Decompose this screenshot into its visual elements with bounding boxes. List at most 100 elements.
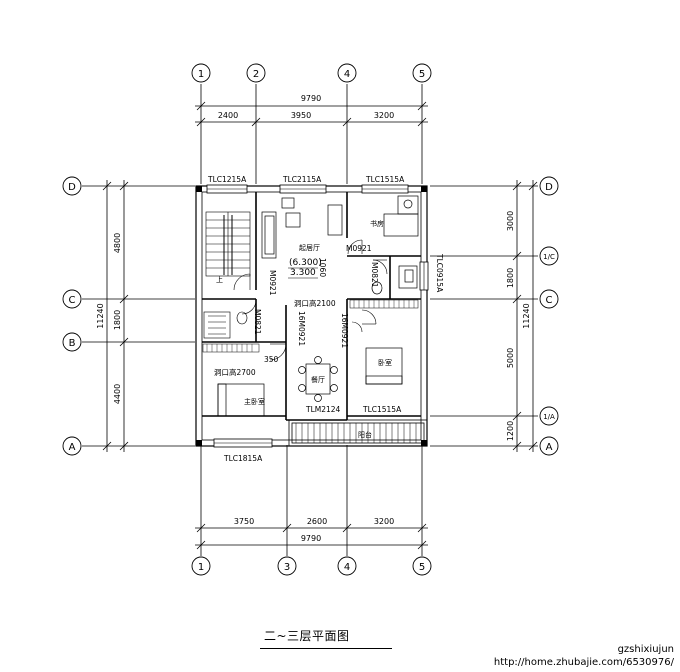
door-label: M0821 <box>253 309 262 335</box>
door-label: TLM2124 <box>305 405 341 414</box>
tv-cabinet <box>327 204 343 236</box>
dim-segment: 1800 <box>113 310 122 330</box>
door-swing <box>361 309 377 325</box>
axis-bubble <box>277 556 297 576</box>
door-swing <box>241 299 257 315</box>
axis-label: 1 <box>198 69 204 80</box>
axis-bubble <box>412 556 432 576</box>
note: 洞口高2700 <box>214 367 256 377</box>
room-study: 书房 <box>370 219 384 228</box>
axis-bubble <box>191 63 211 83</box>
window-label: TLC1515A <box>365 175 405 184</box>
dim-segment: 4400 <box>113 384 122 404</box>
wardrobe <box>202 343 260 353</box>
axis-label: D <box>68 182 76 193</box>
axis-bubble <box>337 556 357 576</box>
axis-label: 4 <box>344 562 350 573</box>
door-label: M0921 <box>346 244 372 253</box>
dim-segment: 1200 <box>506 421 515 441</box>
room-master: 主卧室 <box>244 397 265 406</box>
coffee-table <box>285 212 301 228</box>
author-credit: gzshixiujun <box>617 644 674 655</box>
door-swing <box>347 239 363 255</box>
sofa <box>261 211 277 259</box>
dim-segment: 3200 <box>374 517 394 526</box>
axis-bubble <box>539 176 559 196</box>
toilet <box>371 281 383 295</box>
bathroom-tile <box>203 311 231 339</box>
dim-segment: 4800 <box>113 233 122 253</box>
stair-up: 上 <box>216 275 223 284</box>
axis-bubble <box>539 246 559 266</box>
source-url: http://home.zhubajie.com/6530976/ <box>493 657 674 668</box>
room-dining: 餐厅 <box>311 375 325 384</box>
axis-bubble <box>191 556 211 576</box>
axis-bubble <box>62 332 82 352</box>
room-bedroom: 卧室 <box>378 358 392 367</box>
axis-bubble <box>246 63 266 83</box>
axis-bubble <box>62 436 82 456</box>
axis-label: A <box>546 442 553 453</box>
dim-segment: 3000 <box>506 211 515 231</box>
axis-label: 5 <box>419 69 425 80</box>
door-label: M0821 <box>370 262 379 288</box>
window-label: TLC1215A <box>207 175 247 184</box>
door-label: 16M0921 <box>340 313 349 348</box>
axis-bubble <box>62 289 82 309</box>
window-label: TLC2115A <box>282 175 322 184</box>
room-balcony: 阳台 <box>358 430 372 439</box>
dim-segment: 3750 <box>234 517 254 526</box>
axis-bubble <box>337 63 357 83</box>
dim-segment: 3200 <box>374 111 394 120</box>
window-label: TLC1815A <box>223 454 263 463</box>
drawing-title: 二~三层平面图 <box>264 629 350 643</box>
axis-label: B <box>69 338 76 349</box>
desk <box>397 195 419 215</box>
axis-bubble <box>62 176 82 196</box>
dim-total: 9790 <box>301 534 321 543</box>
axis-label: C <box>69 295 76 306</box>
axis-bubble <box>539 406 559 426</box>
axis-label: C <box>546 295 553 306</box>
toilet <box>236 311 248 325</box>
outer-wall-inner <box>201 191 422 441</box>
axis-bubble <box>412 63 432 83</box>
axis-label: 1/C <box>543 253 555 261</box>
axis-label: 4 <box>344 69 350 80</box>
dim-segment: 3950 <box>291 111 311 120</box>
axis-label: A <box>69 442 76 453</box>
door-label: 16M0921 <box>297 311 306 346</box>
door-label: M0921 <box>268 270 277 296</box>
axis-bubble <box>539 289 559 309</box>
dim-segment: 5000 <box>506 348 515 368</box>
axis-label: D <box>545 182 553 193</box>
dim-total: 11240 <box>96 303 105 328</box>
axis-bubble <box>539 436 559 456</box>
axis-label: 3 <box>284 562 290 573</box>
door-swing <box>233 273 251 291</box>
axis-label: 1/A <box>543 413 555 421</box>
balcony <box>288 419 428 447</box>
dim-segment: 1800 <box>506 268 515 288</box>
elevation: 3.300 <box>290 268 316 278</box>
axis-label: 5 <box>419 562 425 573</box>
axis-label: 1 <box>198 562 204 573</box>
washbasin <box>398 265 418 289</box>
axis-label: 2 <box>253 69 259 80</box>
bed-study <box>383 213 419 237</box>
dim-segment: 2600 <box>307 517 327 526</box>
armchair <box>281 197 295 209</box>
dim-segment: 2400 <box>218 111 238 120</box>
level: 1060 <box>318 258 327 277</box>
window-label: TLC1515A <box>362 405 402 414</box>
note: 洞口高2100 <box>294 298 336 308</box>
door-swing <box>351 321 363 333</box>
level: 350 <box>264 355 279 364</box>
dim-total: 9790 <box>301 94 321 103</box>
room-living: 起居厅 <box>299 244 320 252</box>
dim-total: 11240 <box>522 303 531 328</box>
window-label: TLC0915A <box>435 253 444 293</box>
door-swing <box>269 343 287 361</box>
elevation: (6.300) <box>289 258 322 268</box>
